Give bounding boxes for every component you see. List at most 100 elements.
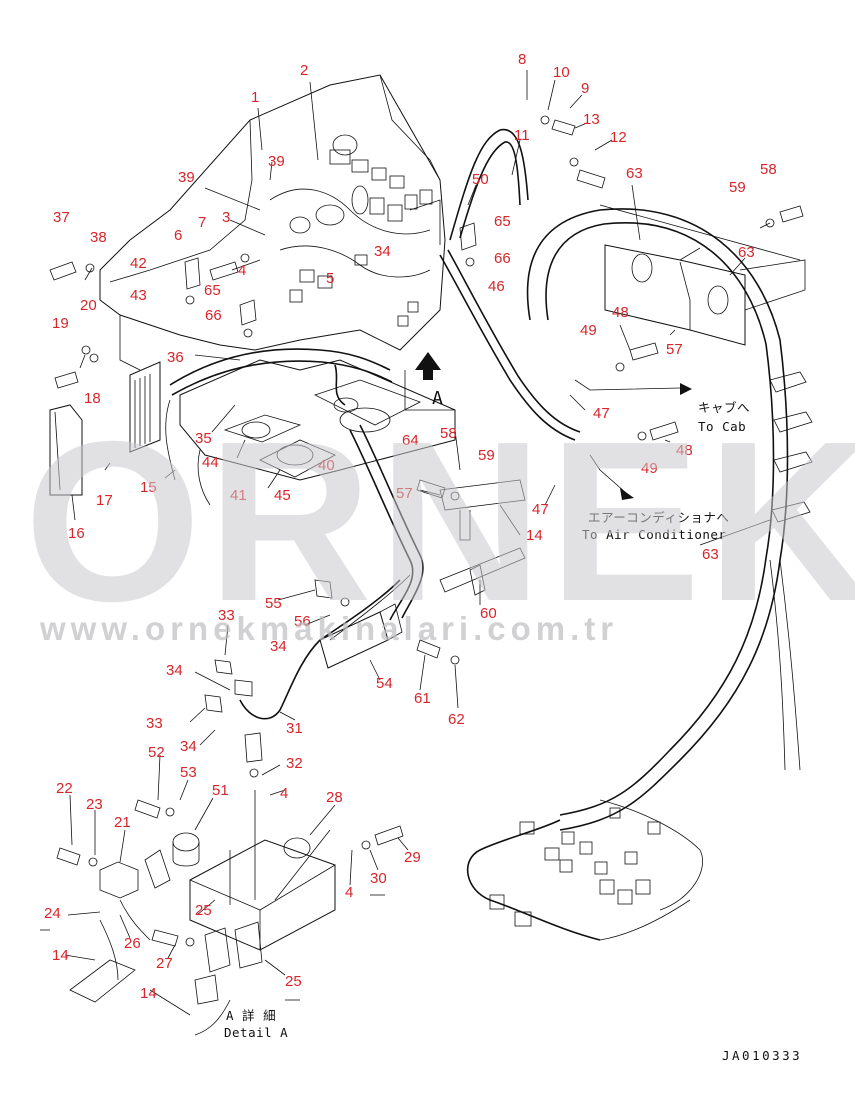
callout-label: 5	[326, 270, 334, 287]
callout-label: 31	[286, 720, 303, 737]
callout-label: 52	[148, 744, 165, 761]
callout-label: 4	[238, 262, 246, 279]
callout-label: 33	[218, 607, 235, 624]
callout-label: 63	[626, 165, 643, 182]
callout-label: 23	[86, 796, 103, 813]
callout-labels: 1 2 39 39 3 7 6 4 5 65 42 43 66 37 38 20…	[44, 51, 777, 1002]
callout-label: 4	[345, 884, 353, 901]
callout-label: 30	[370, 870, 387, 887]
callout-label: 62	[448, 711, 465, 728]
note-aircon-jp: エアーコンディショナへ	[588, 510, 729, 525]
callout-label: 20	[80, 297, 97, 314]
callout-label: 35	[195, 430, 212, 447]
callout-label: 2	[300, 62, 308, 79]
callout-label: 59	[729, 179, 746, 196]
note-cab-jp: キャブへ	[698, 400, 750, 415]
callout-label: 47	[593, 405, 610, 422]
callout-label: 12	[610, 129, 627, 146]
detail-a-assembly	[69, 790, 336, 1036]
callout-label: 65	[494, 213, 511, 230]
wire-harness	[165, 128, 801, 941]
direction-arrows	[404, 352, 692, 500]
callout-label: 57	[666, 341, 683, 358]
callout-label: 50	[472, 171, 489, 188]
callout-label: 63	[738, 244, 755, 261]
callout-label: 17	[96, 492, 113, 509]
callout-label: 39	[268, 153, 285, 170]
note-aircon-en: To Air Conditioner	[582, 527, 726, 542]
note-detail-en: Detail A	[224, 1025, 288, 1040]
callout-label: 48	[676, 442, 693, 459]
note-cab-en: To Cab	[698, 419, 746, 434]
callout-label: 18	[84, 390, 101, 407]
callout-label: 13	[583, 111, 600, 128]
callout-label: 14	[52, 947, 69, 964]
callout-label: 7	[198, 214, 206, 231]
callout-label: 48	[612, 304, 629, 321]
console-body	[99, 74, 446, 371]
note-detail-jp: A 詳 細	[226, 1008, 276, 1023]
drawing-code: JA010333	[722, 1048, 802, 1063]
callout-label: 34	[270, 638, 287, 655]
callout-label: 39	[178, 169, 195, 186]
callout-label: 25	[285, 973, 302, 990]
callout-label: 10	[553, 64, 570, 81]
callout-label: 26	[124, 935, 141, 952]
callout-label: 6	[174, 227, 182, 244]
callout-label: 45	[274, 487, 291, 504]
callout-label: 11	[514, 127, 530, 144]
callout-label: 58	[440, 425, 457, 442]
callout-label: 47	[532, 501, 549, 518]
callout-label: 44	[202, 454, 219, 471]
callout-label: 25	[195, 902, 212, 919]
callout-label: 60	[480, 605, 497, 622]
callout-label: 22	[56, 780, 73, 797]
callout-label: 66	[205, 307, 222, 324]
callout-label: 37	[53, 209, 70, 226]
callout-label: 58	[760, 161, 777, 178]
callout-label: 34	[180, 738, 197, 755]
callout-label: 63	[702, 546, 719, 563]
callout-label: 57	[396, 485, 413, 502]
leader-lines	[40, 70, 771, 1016]
callout-label: 36	[167, 349, 184, 366]
callout-label: 15	[140, 479, 157, 496]
floor-plate	[179, 359, 456, 481]
callout-label: 34	[166, 662, 183, 679]
callout-label: 38	[90, 229, 107, 246]
callout-label: 27	[156, 955, 173, 972]
callout-label: 33	[146, 715, 163, 732]
callout-label: 64	[402, 432, 419, 449]
controller-unit	[49, 361, 161, 496]
cab-brackets	[319, 204, 813, 669]
callout-label: 59	[478, 447, 495, 464]
callout-label: 19	[52, 315, 69, 332]
callout-label: 28	[326, 789, 343, 806]
callout-label: 49	[580, 322, 597, 339]
callout-label: 54	[376, 675, 393, 692]
callout-label: 16	[68, 525, 85, 542]
callout-label: 53	[180, 764, 197, 781]
callout-label: 61	[414, 690, 431, 707]
callout-label: 46	[488, 278, 505, 295]
callout-label: 32	[286, 755, 303, 772]
callout-label: 65	[204, 282, 221, 299]
callout-label: 42	[130, 255, 147, 272]
callout-label: 34	[374, 243, 391, 260]
callout-label: 24	[44, 905, 61, 922]
callout-label: 1	[251, 89, 259, 106]
callout-label: 49	[641, 460, 658, 477]
callout-label: 9	[581, 80, 589, 97]
view-label: A	[432, 388, 443, 409]
callout-label: 8	[518, 51, 526, 68]
callout-label: 4	[280, 785, 288, 802]
callout-label: 3	[222, 209, 230, 226]
callout-label: 43	[130, 287, 147, 304]
diagram-notes: A キャブへ To Cab エアーコンディショナへ To Air Conditi…	[224, 388, 802, 1063]
callout-label: 66	[494, 250, 511, 267]
callout-label: 29	[404, 849, 421, 866]
callout-label: 40	[318, 457, 335, 474]
callout-label: 51	[212, 782, 229, 799]
callout-label: 21	[114, 814, 131, 831]
